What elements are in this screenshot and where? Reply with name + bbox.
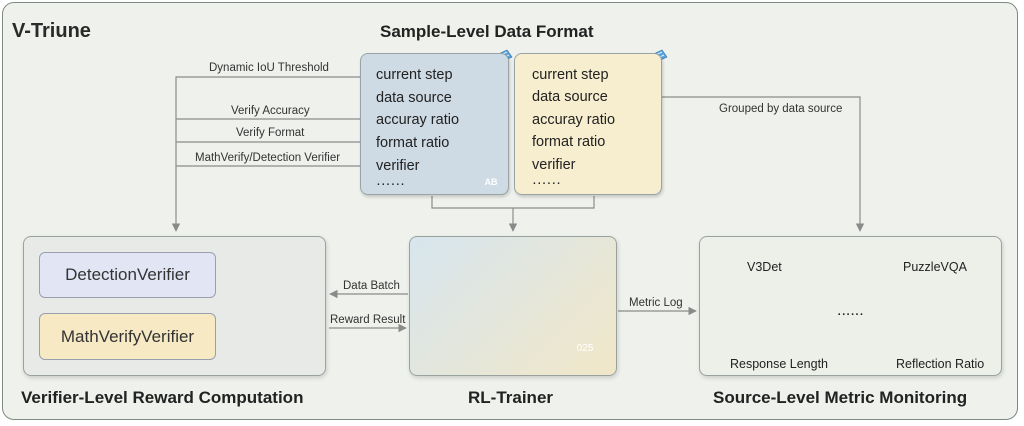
label-metric-log: Metric Log (629, 297, 683, 309)
yellow-field-current-step: current step (532, 67, 609, 83)
label-grouped: Grouped by data source (719, 103, 843, 115)
blue-field-accuracy: accuray ratio (376, 112, 460, 128)
verifier-section-title: Verifier-Level Reward Computation (21, 388, 304, 407)
chart-puzzlevqa-xlabel: Reflection Ratio (896, 357, 985, 371)
cards-merge-connector (431, 196, 595, 209)
label-verifier-type: MathVerify/Detection Verifier (195, 152, 341, 164)
trainer-badge-text: 025 (576, 343, 594, 354)
trainer-panel (409, 236, 617, 376)
ab-icon-text: AB (484, 177, 498, 187)
chart-puzzlevqa-title: PuzzleVQA (903, 260, 967, 274)
monitor-panel (699, 236, 1002, 376)
yellow-field-verifier: verifier (532, 157, 576, 173)
trainer-section-title: RL-Trainer (468, 388, 554, 407)
blue-field-verifier: verifier (376, 158, 420, 174)
chart-v3det-xlabel: Response Length (730, 357, 828, 371)
label-dynamic-iou: Dynamic IoU Threshold (209, 62, 329, 74)
mathverify-verifier-box: MathVerifyVerifier (39, 313, 216, 360)
main-title: V-Triune (12, 20, 91, 42)
blue-field-format: format ratio (376, 135, 450, 151)
blue-field-data-source: data source (376, 90, 452, 106)
label-verify-format: Verify Format (236, 127, 305, 139)
grouped-connector (616, 96, 865, 232)
blue-field-current-step: current step (376, 67, 453, 83)
label-data-batch: Data Batch (343, 280, 400, 292)
blue-field-ellipsis: ······ (376, 176, 405, 192)
sample-format-title: Sample-Level Data Format (380, 22, 594, 41)
detection-verifier-box: DetectionVerifier (39, 252, 216, 298)
chart-v3det-title: V3Det (747, 260, 782, 274)
sample-card-blue (360, 53, 509, 195)
iou-connector (171, 76, 372, 232)
yellow-field-accuracy: accuray ratio (532, 112, 616, 128)
chart-ellipsis: ...... (837, 302, 864, 319)
sample-card-yellow (514, 53, 662, 195)
yellow-field-data-source: data source (532, 89, 608, 105)
monitor-section-title: Source-Level Metric Monitoring (713, 388, 968, 407)
label-reward-result: Reward Result (330, 314, 406, 326)
yellow-field-ellipsis: ······ (532, 175, 561, 191)
yellow-field-format: format ratio (532, 134, 606, 150)
label-verify-accuracy: Verify Accuracy (231, 105, 310, 117)
